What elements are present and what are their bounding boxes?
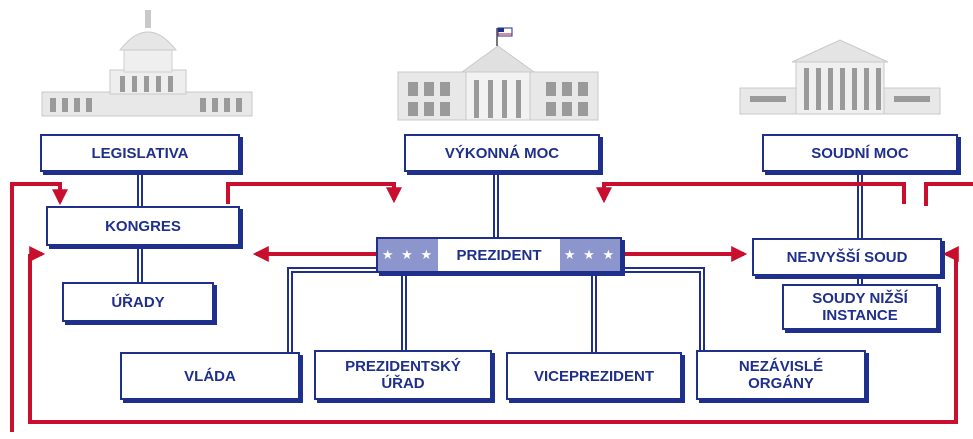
checks-and-balances-arrows (10, 182, 973, 432)
vice-president-box: VICEPREZIDENT (506, 352, 682, 400)
legislative-branch-box: LEGISLATIVA (40, 134, 240, 172)
legislative-branch-label: LEGISLATIVA (91, 144, 189, 162)
white-house-icon (397, 27, 599, 121)
independent-agencies-label-line1: NEZÁVISLÉ (738, 358, 824, 375)
cabinet-label: VLÁDA (184, 367, 236, 385)
executive-office-label-line1: PREZIDENTSKÝ (345, 358, 461, 375)
supreme-court-label: NEJVYŠŠÍ SOUD (786, 248, 908, 266)
stars-left-icon: ★ ★ ★ (378, 239, 438, 271)
vice-president-label: VICEPREZIDENT (533, 367, 654, 385)
lower-courts-label-line2: INSTANCE (822, 307, 898, 324)
executive-branch-box: VÝKONNÁ MOC (404, 134, 600, 172)
lower-courts-label-line1: SOUDY NIŽŠÍ (812, 290, 908, 307)
congress-label: KONGRES (105, 217, 181, 235)
congress-box: KONGRES (46, 206, 240, 246)
offices-box: ÚŘADY (62, 282, 214, 322)
independent-agencies-label-line2: ORGÁNY (748, 375, 814, 392)
capitol-building-icon (41, 10, 253, 117)
supreme-court-box: NEJVYŠŠÍ SOUD (752, 238, 942, 276)
supreme-court-icon (739, 39, 941, 115)
executive-office-label-line2: ÚŘAD (381, 375, 425, 392)
executive-office-box: PREZIDENTSKÝ ÚŘAD (314, 350, 492, 400)
offices-label: ÚŘADY (111, 293, 165, 311)
judicial-branch-label: SOUDNÍ MOC (811, 144, 909, 162)
judicial-branch-box: SOUDNÍ MOC (762, 134, 958, 172)
president-label: PREZIDENT (456, 246, 542, 264)
stars-right-icon: ★ ★ ★ (560, 239, 620, 271)
independent-agencies-box: NEZÁVISLÉ ORGÁNY (696, 350, 866, 400)
lower-courts-box: SOUDY NIŽŠÍ INSTANCE (782, 284, 938, 330)
cabinet-box: VLÁDA (120, 352, 300, 400)
president-box: ★ ★ ★ PREZIDENT ★ ★ ★ (376, 237, 622, 273)
executive-branch-label: VÝKONNÁ MOC (444, 144, 560, 162)
